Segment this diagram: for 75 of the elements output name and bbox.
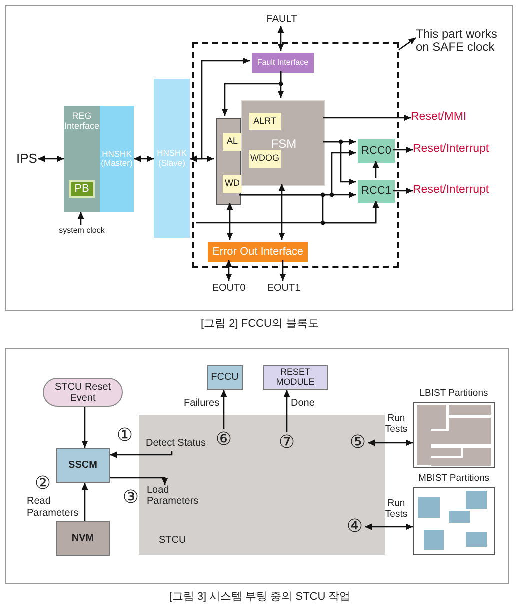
connector-arrow [372, 161, 380, 178]
signal-label: EOUT0 [212, 281, 246, 295]
block-label: STCU [159, 535, 188, 546]
connector-arrow [393, 146, 413, 154]
connector-arrow [190, 58, 250, 160]
panel-heading: LBIST Partitions [418, 388, 490, 399]
step-number: ③ [122, 488, 140, 509]
flow-label: Done [291, 398, 316, 410]
connector-arrow [38, 156, 64, 162]
connector-arrow [226, 260, 232, 281]
memory-box: NVM [56, 521, 110, 556]
block-label: REG Interface [64, 112, 100, 132]
interface-block [64, 106, 100, 212]
panel-heading: MBIST Partitions [417, 473, 491, 484]
figure-caption: [그림 2] FCCU의 블록도 [200, 318, 320, 331]
connector-arrow [284, 390, 290, 432]
module-box: RCC1 [358, 180, 395, 203]
connector-arrow [368, 440, 413, 446]
block-label: FSM [270, 138, 298, 152]
flow-label: Read Parameters [27, 496, 80, 519]
output-label: Reset/MMI [411, 111, 483, 125]
output-label: Reset/Interrupt [413, 143, 507, 157]
register-box: ALRT [249, 113, 281, 130]
connector-arrow [190, 156, 214, 162]
module-box: FCCU [207, 365, 243, 390]
module-box: SSCM [56, 448, 110, 483]
connector-arrow [323, 141, 356, 186]
interface-box: Error Out Interface [208, 242, 308, 262]
connector-arrow [220, 390, 228, 429]
note-text: This part works on SAFE clock [416, 28, 500, 72]
step-number: ① [116, 426, 134, 447]
flow-label: Run Tests [384, 414, 409, 436]
connector-arrow [82, 407, 88, 448]
connector-arrow [323, 114, 411, 122]
clock-label: system clock [50, 225, 114, 237]
connector-arrow [393, 188, 413, 194]
step-number: ② [34, 474, 52, 495]
event-pill: STCU Reset Event [43, 378, 123, 407]
register-box: WD [223, 175, 242, 193]
figure-caption: [그림 3] 시스템 부팅 중의 STCU 작업 [168, 591, 352, 604]
connector-arrow [222, 71, 282, 116]
flow-label: Run Tests [384, 499, 409, 521]
stcu-area [139, 415, 385, 555]
fsm-block [241, 100, 325, 186]
handshake-block: HNSHK (Slave) [154, 79, 190, 238]
signal-label: FAULT [265, 12, 299, 26]
connector-arrow [82, 483, 88, 521]
signal-label: IPS [16, 151, 38, 167]
connector-arrow [226, 203, 234, 240]
step-number: ⑤ [348, 432, 368, 454]
register-box: PB [69, 180, 95, 198]
module-block [216, 118, 241, 205]
signal-label: EOUT1 [267, 281, 301, 295]
step-number: ④ [345, 516, 365, 538]
step-number: ⑦ [277, 432, 297, 454]
connector-arrow [278, 26, 284, 51]
flow-label: Load Parameters [147, 485, 209, 511]
connector-arrow [78, 212, 84, 225]
connector-arrow [110, 477, 168, 485]
module-box: RESET MODULE [263, 365, 328, 390]
connector-arrow [280, 260, 286, 281]
connector-arrow [239, 194, 380, 224]
register-box: AL [223, 133, 242, 151]
connector-arrow [110, 451, 173, 458]
connector-arrow [278, 184, 286, 240]
dashed-boundary [192, 42, 399, 268]
connector-arrow [365, 524, 413, 530]
flow-label: Failures [184, 398, 221, 410]
module-box: RCC0 [358, 139, 395, 163]
handshake-block: HNSHK (Master) [100, 106, 134, 212]
register-box: WDOG [249, 150, 281, 168]
output-label: Reset/Interrupt [413, 184, 507, 198]
interface-box: Fault Interface [252, 53, 314, 73]
connector-arrow [134, 156, 154, 162]
leader-arrow [398, 37, 416, 51]
